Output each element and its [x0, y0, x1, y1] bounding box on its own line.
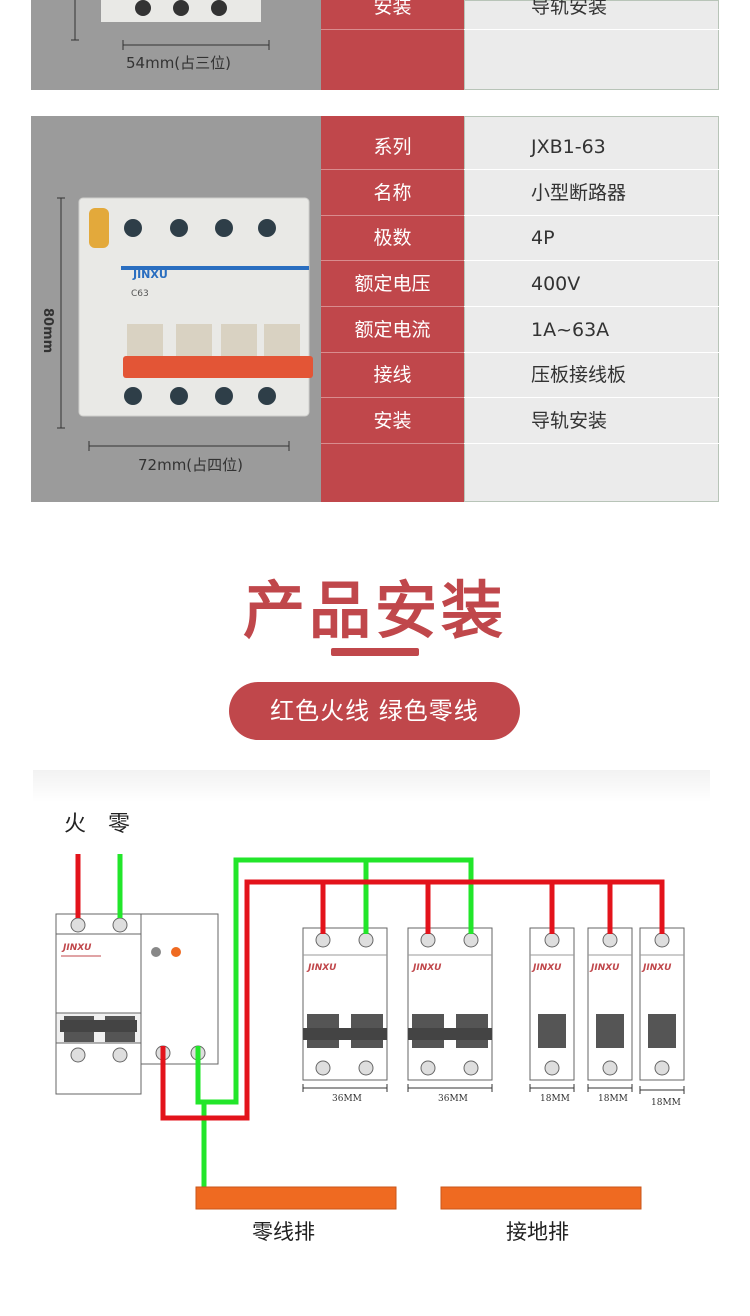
svg-text:JINXU: JINXU: [641, 963, 672, 973]
module-width-label: 36MM: [438, 1094, 468, 1104]
spec-value: 4P: [464, 215, 719, 261]
branch-breaker-2p-1: JINXU: [302, 927, 388, 1081]
spec-label: 系列: [321, 124, 464, 170]
spec-row-poles: 极数 4P: [321, 215, 719, 261]
neutral-busbar-label: 零线排: [252, 1220, 315, 1244]
spec-table-4p: JINXU C63 80mm 72mm(占四位) 系列: [31, 116, 719, 502]
height-caption-4p: 80mm: [40, 308, 55, 354]
spec-row-name: 名称 小型断路器: [321, 170, 719, 216]
branch-breaker-1p-3: JINXU: [639, 927, 685, 1081]
breaker-brand-logo: JINXU: [132, 268, 168, 281]
svg-text:JINXU: JINXU: [531, 963, 562, 973]
spec-value: 压板接线板: [464, 352, 719, 398]
spec-row-current: 额定电流 1A~63A: [321, 307, 719, 353]
spec-label: 极数: [321, 215, 464, 261]
module-dimension-lines: [302, 1084, 685, 1094]
spec-value: JXB1-63: [464, 124, 719, 170]
branch-breaker-2p-2: JINXU: [407, 927, 493, 1081]
spec-label: 额定电压: [321, 261, 464, 307]
spec-label: 安装: [321, 398, 464, 444]
section-title: 产品安装: [242, 574, 507, 647]
diagram-top-band: [33, 770, 710, 802]
spec-value: 导轨安装: [464, 398, 719, 444]
rcd-module: [140, 913, 219, 1065]
module-width-label: 18MM: [651, 1098, 681, 1108]
spec-table-3p: 54mm(占三位) 安装 导轨安装: [31, 0, 719, 90]
module-width-label: 36MM: [332, 1094, 362, 1104]
spec-value: 1A~63A: [464, 307, 719, 353]
title-underline: [331, 648, 419, 656]
module-width-label: 18MM: [540, 1094, 570, 1104]
svg-text:JINXU: JINXU: [411, 963, 442, 973]
svg-text:JINXU: JINXU: [589, 963, 620, 973]
spec-row-wiring: 接线 压板接线板: [321, 352, 719, 398]
neutral-label: 零: [108, 812, 131, 837]
spec-value: 导轨安装: [464, 0, 719, 30]
spec-label: 名称: [321, 170, 464, 216]
breaker-model-text: C63: [131, 289, 149, 299]
spec-label: 额定电流: [321, 307, 464, 353]
breaker-3p-illustration: [71, 0, 270, 50]
spec-value: 400V: [464, 261, 719, 307]
spec-row-voltage: 额定电压 400V: [321, 261, 719, 307]
ground-busbar: [440, 1186, 642, 1210]
spec-row-install: 安装 导轨安装: [321, 0, 719, 30]
live-label: 火: [64, 812, 87, 837]
branch-breaker-1p-1: JINXU: [529, 927, 575, 1081]
product-photo-4p: JINXU C63: [31, 116, 321, 502]
spec-label: 安装: [321, 0, 464, 30]
ground-busbar-label: 接地排: [506, 1220, 569, 1244]
branch-breaker-1p-2: JINXU: [587, 927, 633, 1081]
wiring-diagram: JINXU JINXU JINXU: [55, 854, 685, 1210]
breaker-4p-illustration: JINXU C63: [57, 197, 313, 451]
live-wires: [75, 854, 665, 1121]
svg-text:JINXU: JINXU: [306, 963, 337, 973]
spec-row-install: 安装 导轨安装: [321, 398, 719, 444]
width-caption-3p: 54mm(占三位): [126, 54, 232, 72]
main-breaker: JINXU: [55, 913, 142, 1095]
product-photo-3p: [31, 0, 321, 90]
width-caption-4p: 72mm(占四位): [138, 456, 244, 474]
spec-row-series: 系列 JXB1-63: [321, 124, 719, 170]
neutral-busbar: [195, 1186, 397, 1210]
spec-value: 小型断路器: [464, 170, 719, 216]
module-width-label: 18MM: [598, 1094, 628, 1104]
svg-text:JINXU: JINXU: [61, 943, 92, 953]
wire-color-legend-pill: 红色火线 绿色零线: [229, 682, 520, 740]
spec-label: 接线: [321, 352, 464, 398]
